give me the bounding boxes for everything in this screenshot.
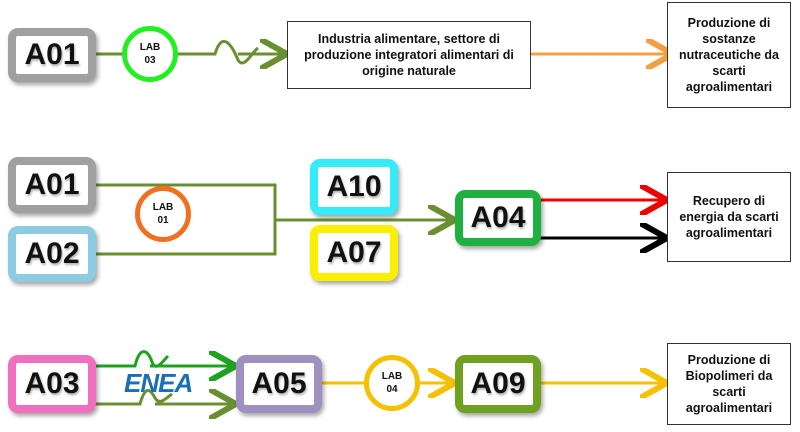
node-a01: A01: [8, 28, 96, 82]
node-a07: A07: [310, 225, 398, 281]
lab-label: LAB: [139, 42, 161, 53]
lab-03-circle: LAB 03: [122, 26, 178, 82]
row1-line: [95, 41, 284, 63]
lab-01-circle: LAB 01: [135, 186, 191, 242]
node-a05: A05: [236, 355, 322, 413]
node-a04: A04: [455, 190, 541, 246]
node-a03: A03: [8, 355, 96, 413]
lab-label: LAB: [152, 202, 174, 213]
output-box-nutraceutiche: Produzione di sostanze nutraceutiche da …: [667, 2, 791, 108]
lab-label: LAB: [381, 371, 403, 382]
row3-bottom-arrow: [95, 390, 233, 404]
row3-top-arrow: [95, 352, 233, 367]
enea-logo: ENEA: [124, 368, 193, 398]
node-a10: A10: [310, 159, 398, 215]
node-a02: A02: [8, 226, 96, 282]
output-box-energia: Recupero di energia da scarti agroalimen…: [667, 172, 791, 262]
lab-number: 03: [144, 55, 156, 66]
output-box-biopolimeri: Produzione di Biopolimeri da scarti agro…: [667, 343, 791, 425]
node-a01-row2: A01: [8, 157, 96, 213]
node-a09: A09: [455, 355, 541, 413]
lab-number: 01: [157, 215, 169, 226]
lab-number: 04: [386, 384, 398, 395]
lab-04-circle: LAB 04: [364, 355, 420, 411]
sector-box: Industria alimentare, settore di produzi…: [287, 21, 531, 89]
